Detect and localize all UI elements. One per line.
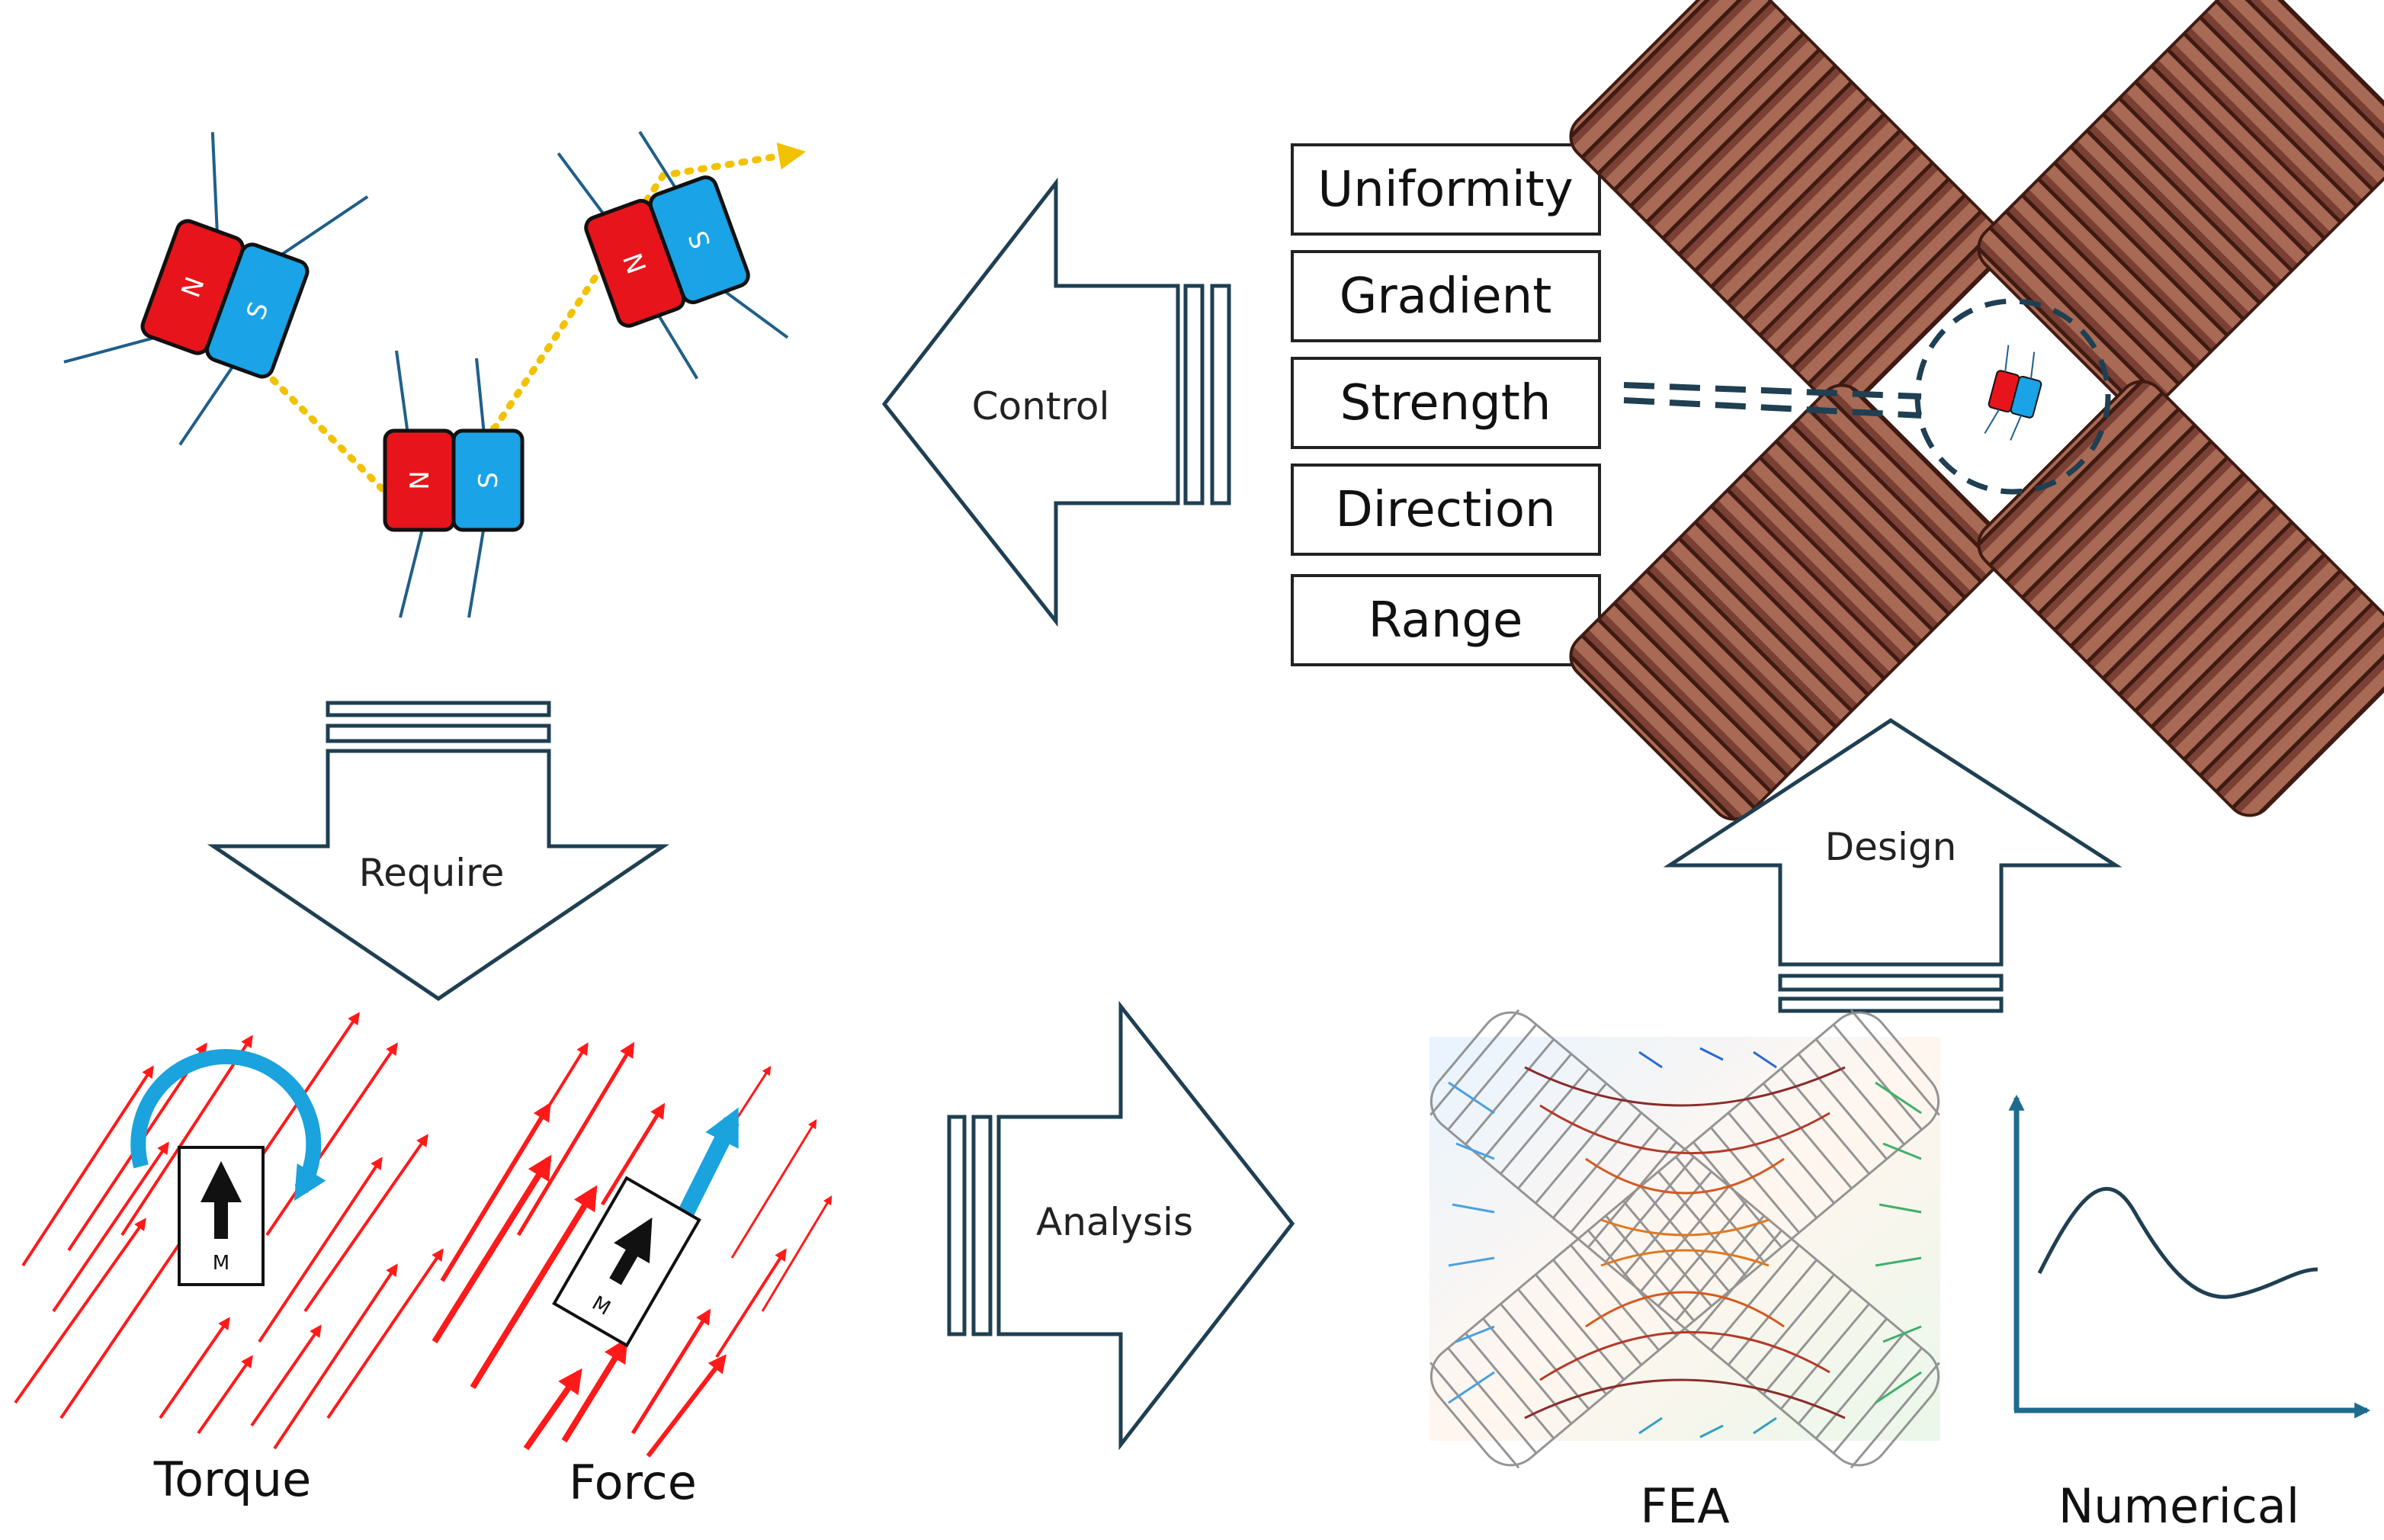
coil-system xyxy=(1569,0,2384,821)
callout-dashed-lines xyxy=(1623,382,1922,419)
magnet-chain: N S N S N S xyxy=(63,130,807,618)
property-box-gradient: Gradient xyxy=(1291,250,1601,342)
torque-rotation-arrow xyxy=(130,1049,326,1202)
magnet-2-south-label: S xyxy=(473,472,504,489)
control-arrow: Control xyxy=(881,177,1231,627)
center-magnet xyxy=(1984,345,2042,441)
property-box-range: Range xyxy=(1291,574,1601,666)
property-box-direction: Direction xyxy=(1291,464,1601,556)
property-label: Uniformity xyxy=(1317,162,1573,218)
magnet-2-north-label: N xyxy=(405,470,435,489)
numerical-caption: Numerical xyxy=(2058,1478,2299,1534)
control-label: Control xyxy=(972,384,1110,428)
require-label: Require xyxy=(359,851,505,895)
coil-bottom-left xyxy=(1569,383,2007,821)
property-box-strength: Strength xyxy=(1291,357,1601,449)
numerical-plot: Numerical xyxy=(2008,1094,2371,1534)
property-label: Gradient xyxy=(1340,268,1552,325)
design-label: Design xyxy=(1825,825,1957,869)
magnet-trajectory xyxy=(240,142,807,500)
property-label: Direction xyxy=(1335,482,1555,538)
torque-panel: M Torque xyxy=(14,1012,444,1507)
coil-top-left xyxy=(1569,0,2007,409)
gradient-field-arrows xyxy=(432,1041,833,1458)
torque-caption: Torque xyxy=(153,1452,311,1507)
analysis-label: Analysis xyxy=(1036,1200,1193,1244)
moment-label-torque: M xyxy=(213,1252,229,1275)
fea-simulation: FEA xyxy=(1429,1009,1940,1534)
magnet-1: N S xyxy=(63,132,369,446)
design-arrow: Design xyxy=(1663,718,2122,1013)
magnet-3: N S xyxy=(557,130,789,380)
magnet-body-force: M xyxy=(552,1176,701,1348)
coil-top-right xyxy=(1977,0,2384,413)
magnet-2: N S xyxy=(383,350,525,618)
property-label: Strength xyxy=(1340,375,1551,432)
force-caption: Force xyxy=(569,1455,697,1510)
analysis-arrow: Analysis xyxy=(947,1000,1295,1451)
property-box-uniformity: Uniformity xyxy=(1291,143,1601,236)
field-property-list: Uniformity Gradient Strength Direction R… xyxy=(1291,143,1601,666)
numerical-curve xyxy=(2037,1186,2318,1299)
coil-bottom-right xyxy=(1977,380,2384,817)
force-panel: M Force xyxy=(432,1041,833,1510)
uniform-field-arrows xyxy=(14,1012,444,1450)
property-label: Range xyxy=(1368,592,1523,649)
require-arrow: Require xyxy=(207,701,670,1002)
fea-caption: FEA xyxy=(1640,1478,1729,1534)
